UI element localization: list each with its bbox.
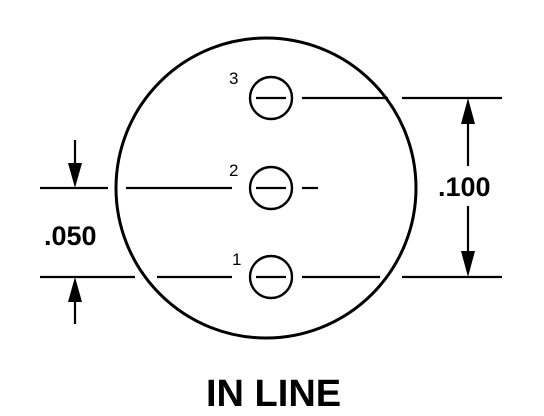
right-arrow-bottom-head: [461, 251, 475, 277]
outer-spacing-dimension: .100: [402, 96, 502, 279]
left-arrow-bottom-head: [68, 277, 82, 302]
pin-spacing-dimension: .050: [40, 140, 135, 324]
pin-2: [248, 165, 294, 211]
pin-1-number: 1: [232, 250, 241, 269]
left-arrow-top-head: [68, 163, 82, 188]
outer-spacing-label: .100: [438, 172, 491, 202]
pin-centerlines: [126, 96, 388, 279]
connector-shell-outline: [114, 36, 418, 340]
pin-spacing-label: .050: [44, 221, 97, 251]
right-arrow-top-head: [461, 98, 475, 124]
pin-3: [248, 75, 294, 121]
arrangement-caption: IN LINE: [206, 373, 341, 415]
pin-1: [248, 254, 294, 300]
pin-2-number: 2: [229, 161, 238, 180]
pin-3-number: 3: [229, 69, 238, 88]
